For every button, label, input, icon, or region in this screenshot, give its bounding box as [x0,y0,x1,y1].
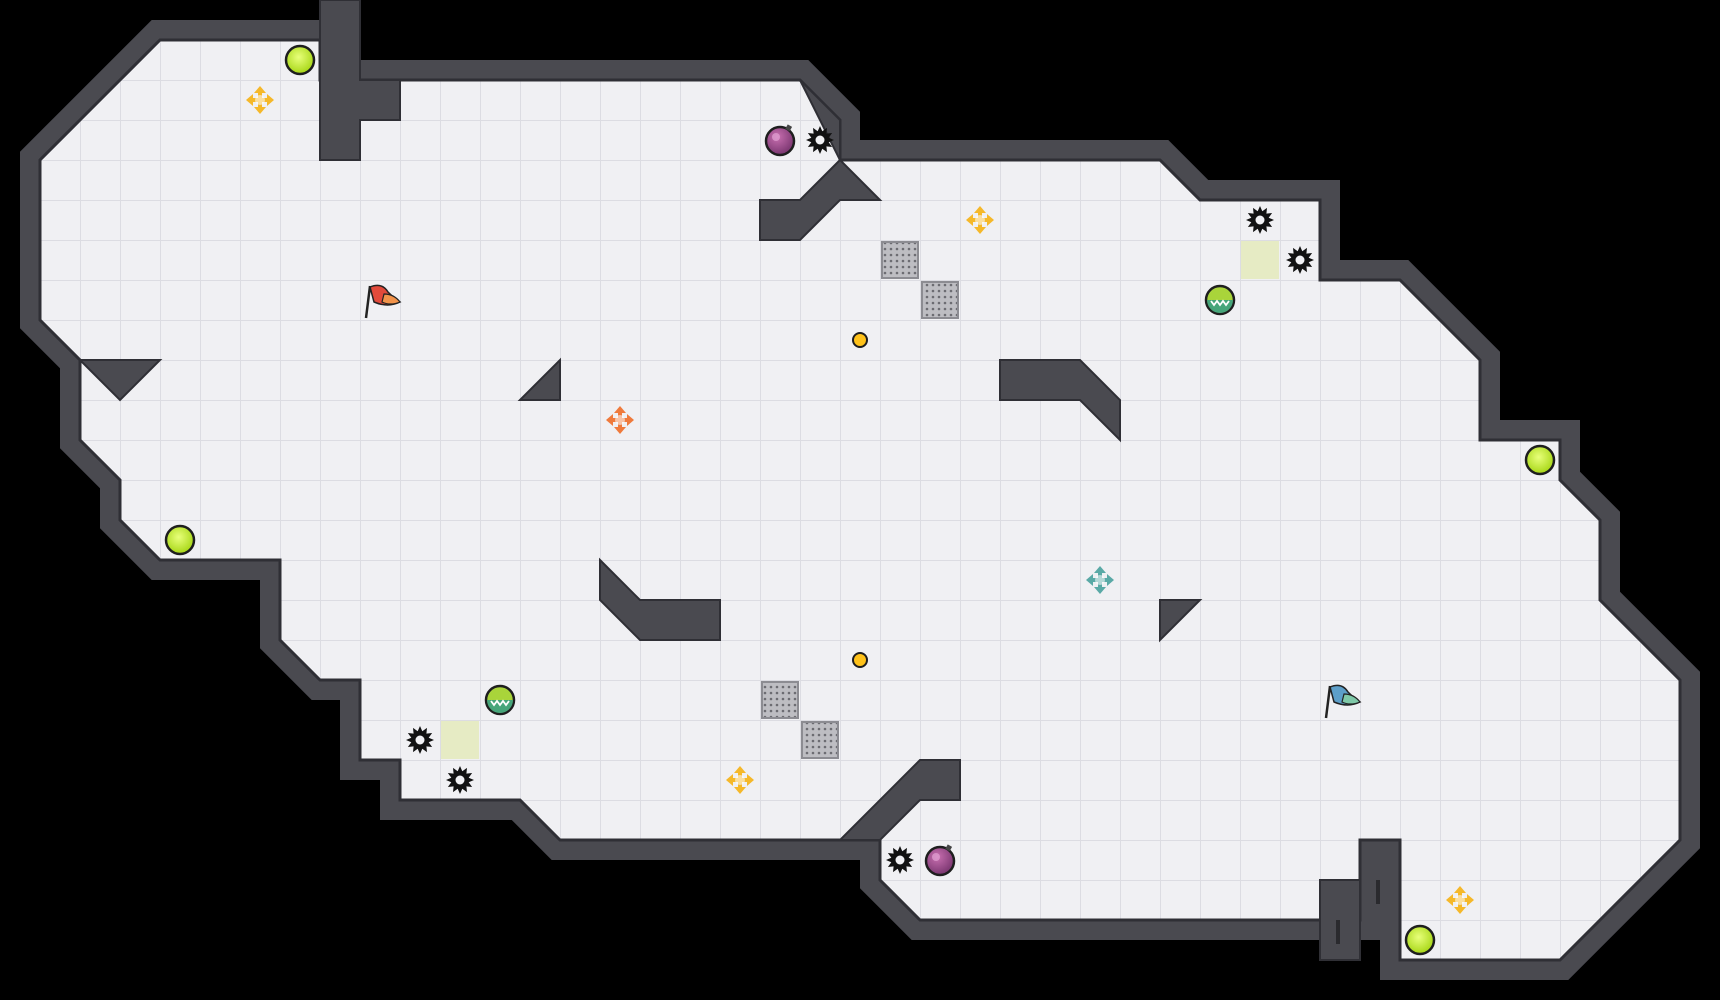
teal-boost-arrows-icon [1086,566,1114,594]
spike-tile [921,281,959,319]
coin-icon [164,524,196,556]
wall-gap [1336,920,1340,944]
yellow-boost-arrows-icon [726,766,754,794]
yellow-boost-arrows-icon [966,206,994,234]
small-coin-dot-icon [852,332,868,348]
red-flag-icon [364,284,402,319]
yellow-boost-arrows-icon [1446,886,1474,914]
bomb-icon [924,844,956,877]
wall-segment [319,0,883,241]
wall-segment [999,359,1121,443]
spike-tile [801,721,839,759]
wall-segment [517,357,561,401]
spiked-mine-icon [1246,206,1274,234]
coin-icon [1524,444,1556,476]
small-coin-dot-icon [852,652,868,668]
spiked-mine-icon [886,846,914,874]
wall-segment [837,759,961,841]
wall-segment [39,319,163,402]
wall-segment [599,557,721,641]
yellow-boost-arrows-icon [246,86,274,114]
boost-pad-tile [1241,241,1279,279]
blue-flag-icon [1324,684,1362,719]
wall-gap [1376,880,1380,904]
coin-icon [1404,924,1436,956]
shield-powerup-icon [1204,284,1236,316]
shield-powerup-icon [484,684,516,716]
coin-icon [284,44,316,76]
spiked-mine-icon [406,726,434,754]
spiked-mine-icon [806,126,834,154]
spiked-mine-icon [446,766,474,794]
orange-boost-arrows-icon [606,406,634,434]
bomb-icon [764,124,796,157]
spike-tile [881,241,919,279]
arena-outline [38,38,1682,962]
boost-pad-tile [441,721,479,759]
spike-tile [761,681,799,719]
spiked-mine-icon [1286,246,1314,274]
wall-segment [1159,599,1203,643]
